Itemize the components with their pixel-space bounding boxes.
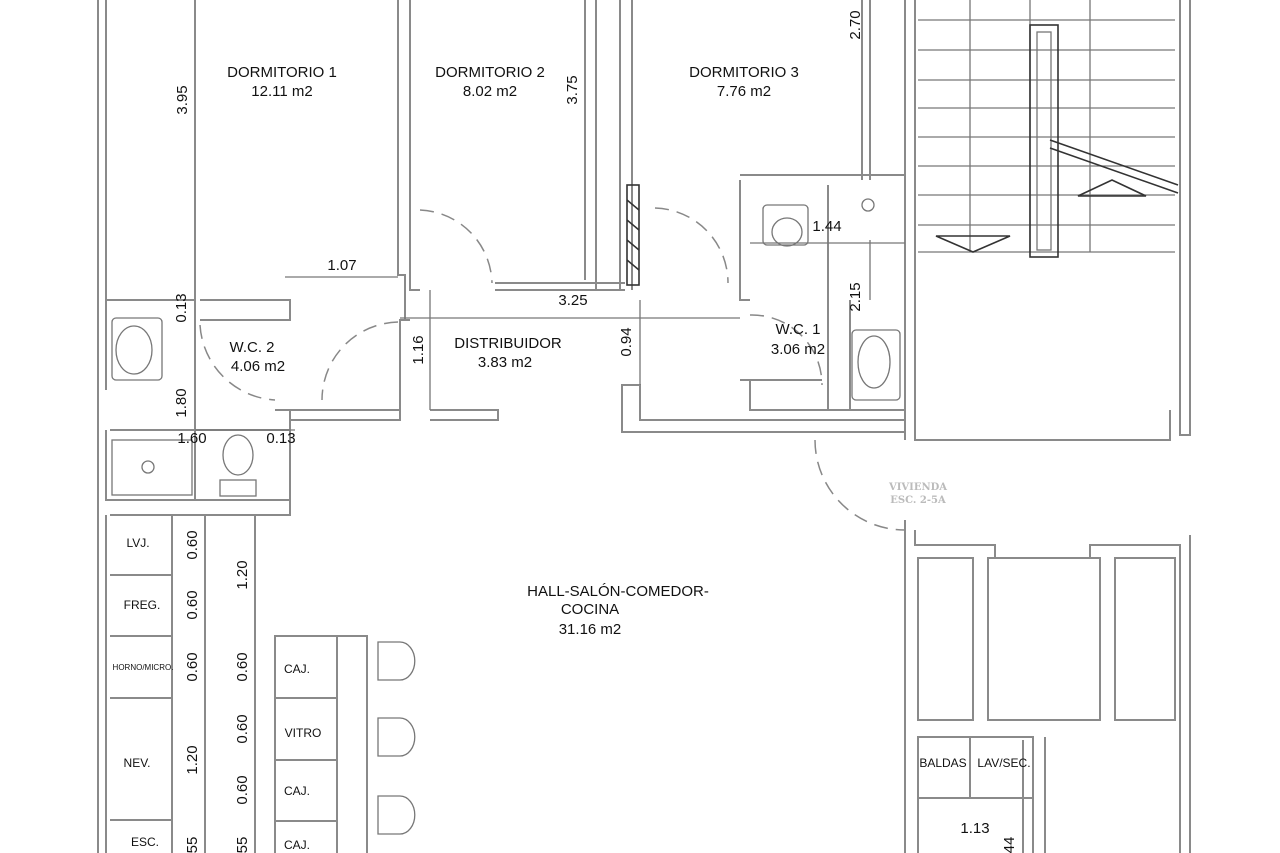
dim-label: 1.16 [410, 335, 427, 364]
hall-label-2: COCINA [561, 601, 619, 618]
room-labels: DORMITORIO 1 12.11 m2 DORMITORIO 2 8.02 … [227, 64, 947, 638]
dim-label: 2.70 [847, 10, 864, 39]
dormitorio-1-label: DORMITORIO 1 [227, 64, 337, 81]
dim-label: 0.60 [234, 652, 251, 681]
kitchen-item-label: NEV. [124, 756, 151, 770]
kitchen-item-label: ESC. [131, 835, 159, 849]
dormitorio-1-area: 12.11 m2 [251, 83, 312, 100]
baldas-label: BALDAS [919, 756, 966, 770]
dimension-labels: 3.95 3.75 2.70 1.07 3.25 1.44 2.15 0.13 … [173, 10, 1018, 853]
kitchen-labels: LVJ. FREG. HORNO/MICRO. NEV. ESC. CAJ. V… [113, 536, 1031, 852]
dim-label: 0.13 [173, 293, 190, 322]
dim-label: 44 [1001, 837, 1018, 853]
dim-label: 1.60 [177, 430, 206, 447]
dim-label: 3.25 [558, 292, 587, 309]
neighbor-label: VIVIENDA [888, 482, 947, 493]
island-item-label: CAJ. [284, 784, 310, 798]
island-item-label: CAJ. [284, 838, 310, 852]
dim-label: 1.07 [327, 257, 356, 274]
kitchen-item-label: FREG. [124, 598, 161, 612]
distribuidor-area: 3.83 m2 [478, 354, 532, 371]
hall-area: 31.16 m2 [559, 621, 622, 638]
hall-label: HALL-SALÓN-COMEDOR- [527, 583, 709, 600]
wc2-label: W.C. 2 [229, 339, 274, 356]
dim-label: 1.80 [173, 388, 190, 417]
dim-label: 1.20 [184, 745, 201, 774]
neighbor-label-2: ESC. 2-5A [890, 495, 946, 506]
dim-label: 0.60 [184, 530, 201, 559]
lav-sec-label: LAV/SEC. [977, 756, 1030, 770]
dim-label: 0.60 [234, 775, 251, 804]
dim-label: 1.20 [234, 560, 251, 589]
kitchen-item-label: LVJ. [126, 536, 149, 550]
dim-label: 0.60 [184, 652, 201, 681]
dormitorio-2-label: DORMITORIO 2 [435, 64, 545, 81]
dim-label: 0.94 [618, 327, 635, 356]
island-item-label: VITRO [285, 726, 322, 740]
island-item-label: CAJ. [284, 662, 310, 676]
dim-label: 0.60 [184, 590, 201, 619]
kitchen-item-label: HORNO/MICRO. [113, 663, 174, 672]
dim-label: 55 [234, 837, 251, 853]
wc1-area: 3.06 m2 [771, 341, 825, 358]
dim-label: 0.60 [234, 714, 251, 743]
dormitorio-3-area: 7.76 m2 [717, 83, 771, 100]
dim-label: 1.13 [960, 820, 989, 837]
dim-label: 55 [184, 837, 201, 853]
dormitorio-2-area: 8.02 m2 [463, 83, 517, 100]
walls [97, 0, 1191, 853]
wc1-label: W.C. 1 [775, 321, 820, 338]
dim-label: 1.44 [812, 218, 841, 235]
dim-label: 3.95 [174, 85, 191, 114]
wc2-area: 4.06 m2 [231, 358, 285, 375]
dim-label: 3.75 [564, 75, 581, 104]
dim-label: 0.13 [266, 430, 295, 447]
dormitorio-3-label: DORMITORIO 3 [689, 64, 799, 81]
distribuidor-label: DISTRIBUIDOR [454, 335, 562, 352]
dim-label: 2.15 [847, 282, 864, 311]
